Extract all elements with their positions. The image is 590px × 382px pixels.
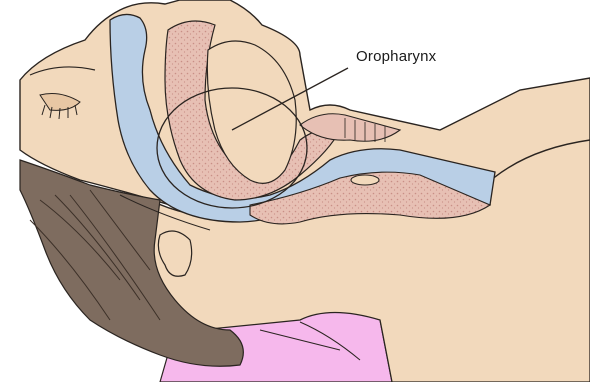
oropharynx-label: Oropharynx	[356, 48, 436, 65]
esophagus-opening	[351, 175, 379, 185]
